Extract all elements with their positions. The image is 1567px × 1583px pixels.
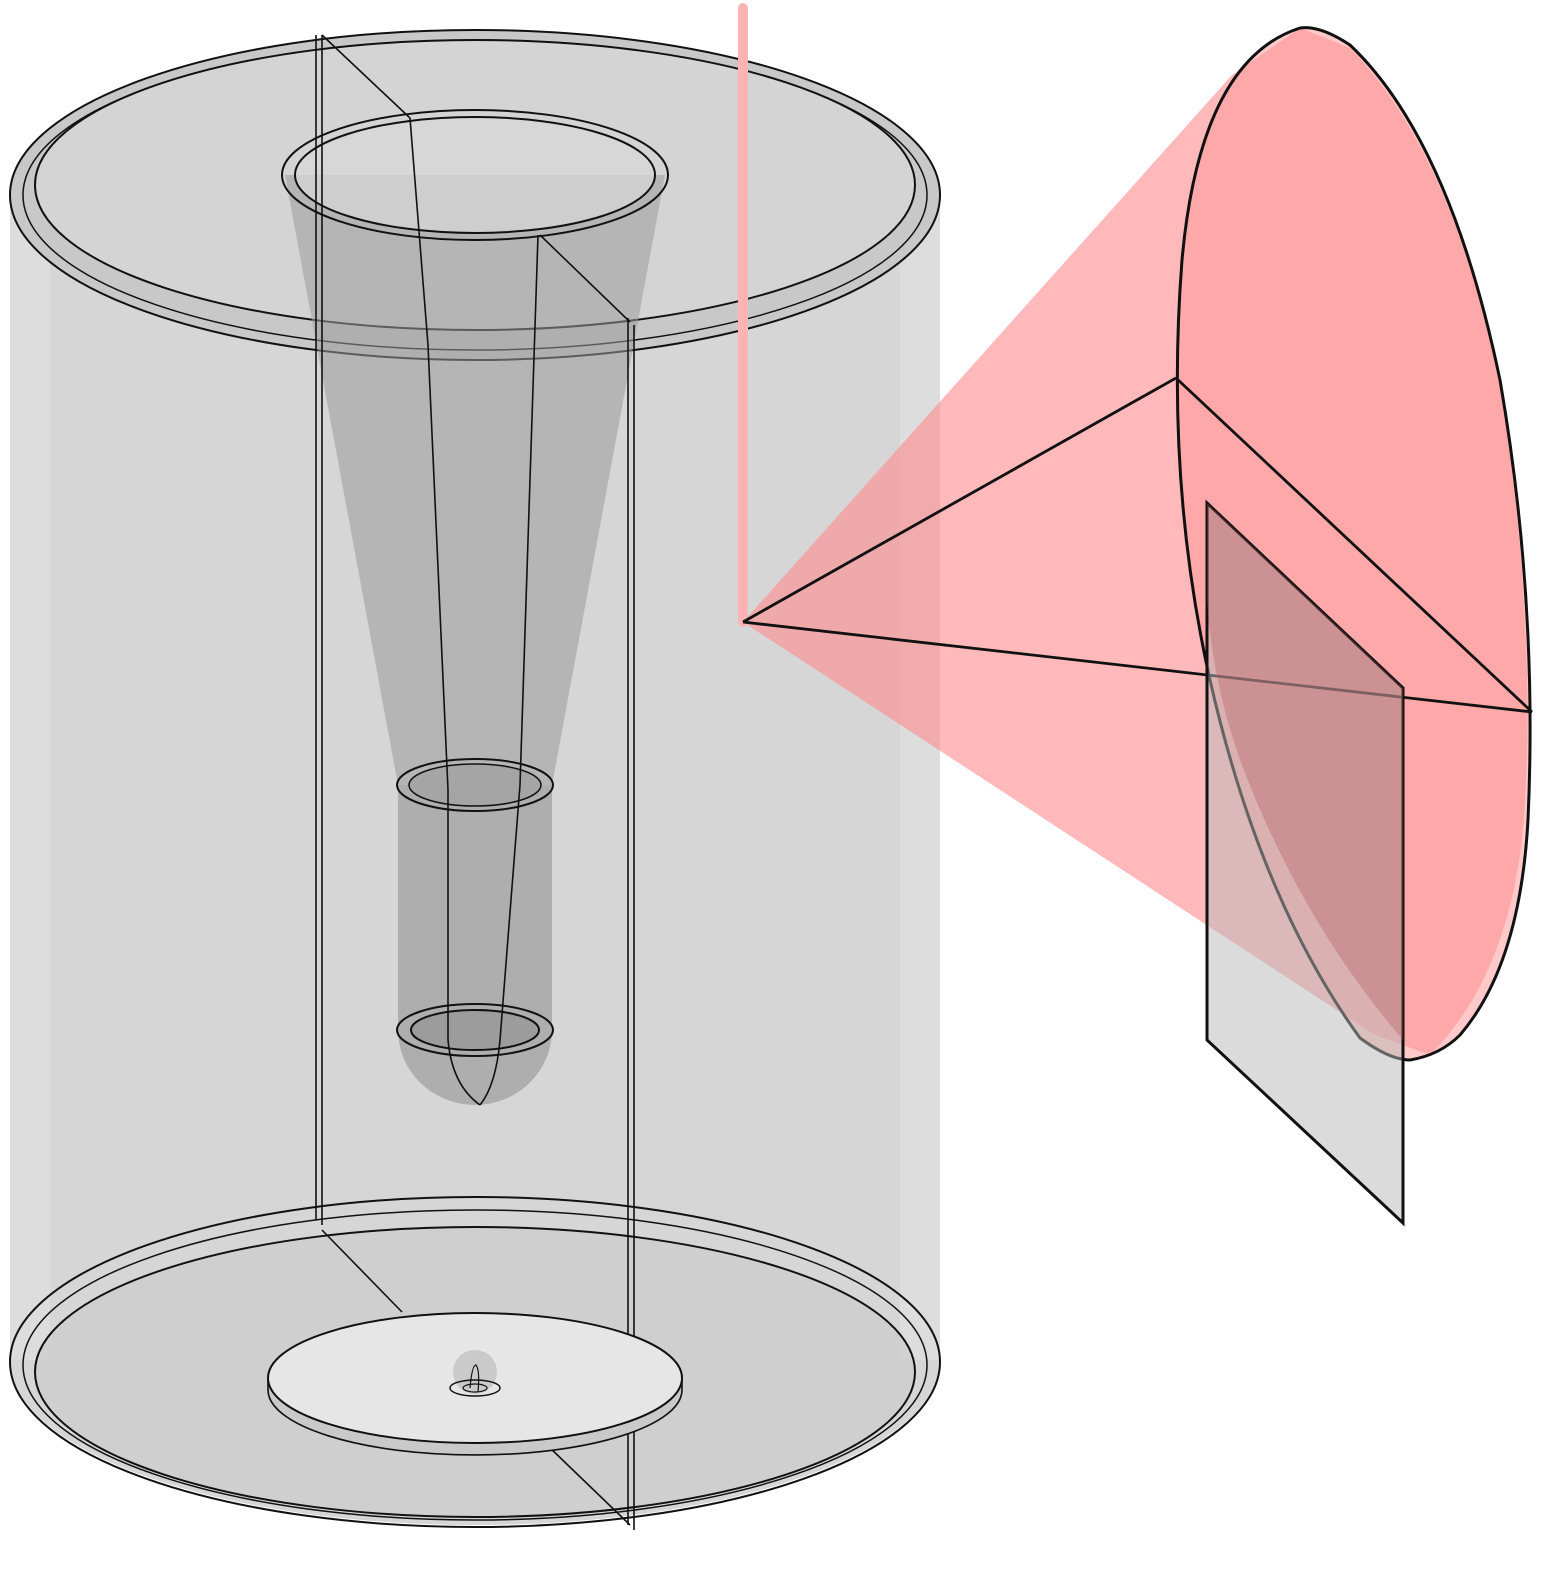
funnel-waist-outer xyxy=(396,758,554,812)
center-loop xyxy=(469,1364,480,1393)
center-ring-outer xyxy=(449,1379,501,1397)
cone-edge-upper xyxy=(742,376,1177,624)
bottom-rim-ring xyxy=(22,1209,928,1521)
tube-bottom-inner xyxy=(410,1009,540,1051)
funnel-cone xyxy=(285,175,665,785)
section-funnel-left xyxy=(409,117,481,1106)
funnel-waist-inner xyxy=(408,763,542,807)
section-plane xyxy=(315,34,635,1530)
section-top-diagonal-a xyxy=(321,34,411,119)
center-ring-inner xyxy=(462,1383,488,1393)
detector-plate-face xyxy=(1205,499,1405,1227)
funnel-top-outer xyxy=(281,109,669,241)
detector-overlap xyxy=(1207,503,1403,1040)
cylinder-shade-right xyxy=(900,195,940,1360)
bottom-disc xyxy=(267,1312,683,1456)
cylinder-shade-left xyxy=(10,195,50,1360)
section-funnel-right xyxy=(479,234,539,1106)
section-bottom-diagonal-b xyxy=(546,1444,631,1526)
funnel-top-inner xyxy=(294,116,656,234)
detector-plate xyxy=(1205,499,1405,1227)
center-dome xyxy=(453,1350,497,1394)
tube-bottom-outer xyxy=(396,1003,554,1057)
bottom-rim-outer xyxy=(9,1196,941,1528)
section-top-diagonal-b xyxy=(539,234,631,323)
section-bottom-diagonal-a xyxy=(321,1229,403,1313)
cone-edge-diag xyxy=(1175,376,1533,714)
